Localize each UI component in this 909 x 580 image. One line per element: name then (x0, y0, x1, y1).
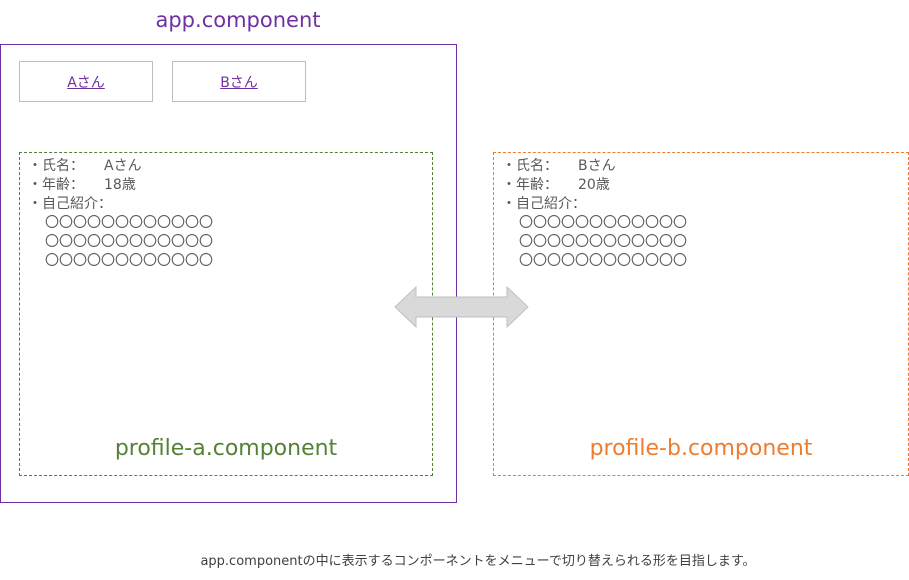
app-component-title: app.component (155, 8, 321, 32)
profile-b-component-box: ・ 氏名： Bさん ・ 年齢： 20歳 ・ 自己紹介： 〇〇〇〇〇〇〇〇〇〇〇〇… (493, 152, 909, 476)
intro-line: 〇〇〇〇〇〇〇〇〇〇〇〇 (519, 215, 687, 231)
name-row: ・ 氏名： Bさん (502, 157, 687, 176)
name-row: ・ 氏名： Aさん (28, 157, 213, 176)
caption: app.componentの中に表示するコンポーネントをメニューで切り替えられる… (200, 554, 756, 569)
bullet: ・ (28, 177, 42, 193)
bullet: ・ (502, 158, 516, 174)
menu-link-b[interactable]: Bさん (172, 61, 306, 102)
profile-a-component-label: profile-a.component (114, 436, 338, 461)
profile-a-details: ・ 氏名： Aさん ・ 年齢： 18歳 ・ 自己紹介： 〇〇〇〇〇〇〇〇〇〇〇〇… (28, 157, 213, 271)
bullet: ・ (502, 196, 516, 212)
intro-line: 〇〇〇〇〇〇〇〇〇〇〇〇 (519, 234, 687, 250)
menu-link-a[interactable]: Aさん (19, 61, 153, 102)
profile-b-component-label: profile-b.component (589, 436, 813, 461)
intro-line: 〇〇〇〇〇〇〇〇〇〇〇〇 (519, 253, 687, 269)
age-label: 年齢： (42, 177, 84, 193)
intro-label: 自己紹介： (42, 196, 112, 212)
age-value: 18歳 (104, 177, 136, 193)
bullet: ・ (28, 196, 42, 212)
intro-row: ・ 自己紹介： (28, 195, 213, 214)
app-component-box (0, 44, 457, 503)
double-headed-arrow-icon (394, 285, 529, 329)
name-value: Bさん (578, 158, 616, 174)
intro-row: ・ 自己紹介： (502, 195, 687, 214)
name-value: Aさん (104, 158, 142, 174)
age-row: ・ 年齢： 18歳 (28, 176, 213, 195)
age-row: ・ 年齢： 20歳 (502, 176, 687, 195)
intro-label: 自己紹介： (516, 196, 586, 212)
bullet: ・ (502, 177, 516, 193)
name-label: 氏名： (42, 158, 84, 174)
profile-a-component-box: ・ 氏名： Aさん ・ 年齢： 18歳 ・ 自己紹介： 〇〇〇〇〇〇〇〇〇〇〇〇… (19, 152, 433, 476)
bullet: ・ (28, 158, 42, 174)
intro-line: 〇〇〇〇〇〇〇〇〇〇〇〇 (45, 253, 213, 269)
intro-line: 〇〇〇〇〇〇〇〇〇〇〇〇 (45, 234, 213, 250)
intro-line: 〇〇〇〇〇〇〇〇〇〇〇〇 (45, 215, 213, 231)
profile-b-details: ・ 氏名： Bさん ・ 年齢： 20歳 ・ 自己紹介： 〇〇〇〇〇〇〇〇〇〇〇〇… (502, 157, 687, 271)
age-value: 20歳 (578, 177, 610, 193)
age-label: 年齢： (516, 177, 558, 193)
name-label: 氏名： (516, 158, 558, 174)
